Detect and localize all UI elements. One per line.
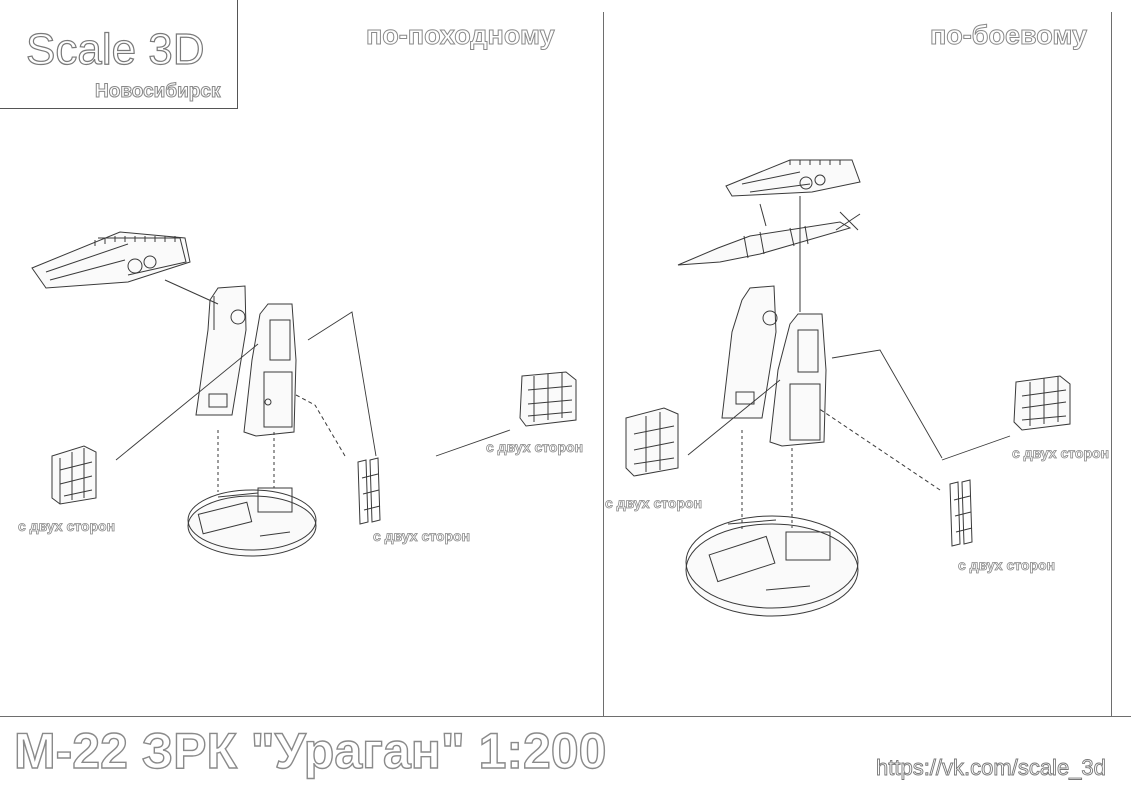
- left-railing-part: [52, 446, 96, 504]
- right-panel-left-railing: [626, 408, 678, 476]
- left-panel-right-railing: [520, 372, 576, 426]
- right-right-railing-callout: с двух сторон: [1012, 445, 1110, 461]
- left-railing-callout: с двух сторон: [18, 518, 116, 534]
- right-left-railing-callout: с двух сторон: [605, 495, 703, 511]
- left-right-railing-callout: с двух сторон: [486, 439, 584, 455]
- brand-logo: Scale 3D: [25, 25, 205, 74]
- right-base-plate: [686, 516, 858, 616]
- travel-mode-label: по-походному: [366, 20, 556, 50]
- right-ladder-part: [950, 480, 972, 546]
- right-tower-front: [770, 314, 826, 446]
- left-ladder-part: [358, 458, 380, 524]
- right-launcher-rail: [726, 160, 860, 196]
- left-ladder-callout: с двух сторон: [373, 528, 471, 544]
- brand-city: Новосибирск: [94, 81, 221, 102]
- vk-link[interactable]: https://vk.com/scale_3d: [876, 755, 1107, 780]
- left-tower-front: [244, 304, 296, 436]
- right-ladder-callout: с двух сторон: [958, 557, 1056, 573]
- model-title: М-22 ЗРК "Ураган" 1:200: [13, 723, 607, 779]
- left-tower-rear: [196, 286, 246, 415]
- title-strip: [0, 716, 1131, 800]
- combat-mode-label: по-боевому: [930, 20, 1088, 50]
- left-launcher-rail: [32, 232, 190, 288]
- logo-box: [0, 0, 238, 109]
- right-panel-right-railing: [1014, 376, 1070, 430]
- right-missile: [678, 212, 860, 265]
- left-base-plate: [188, 488, 316, 556]
- right-tower-rear: [722, 286, 777, 418]
